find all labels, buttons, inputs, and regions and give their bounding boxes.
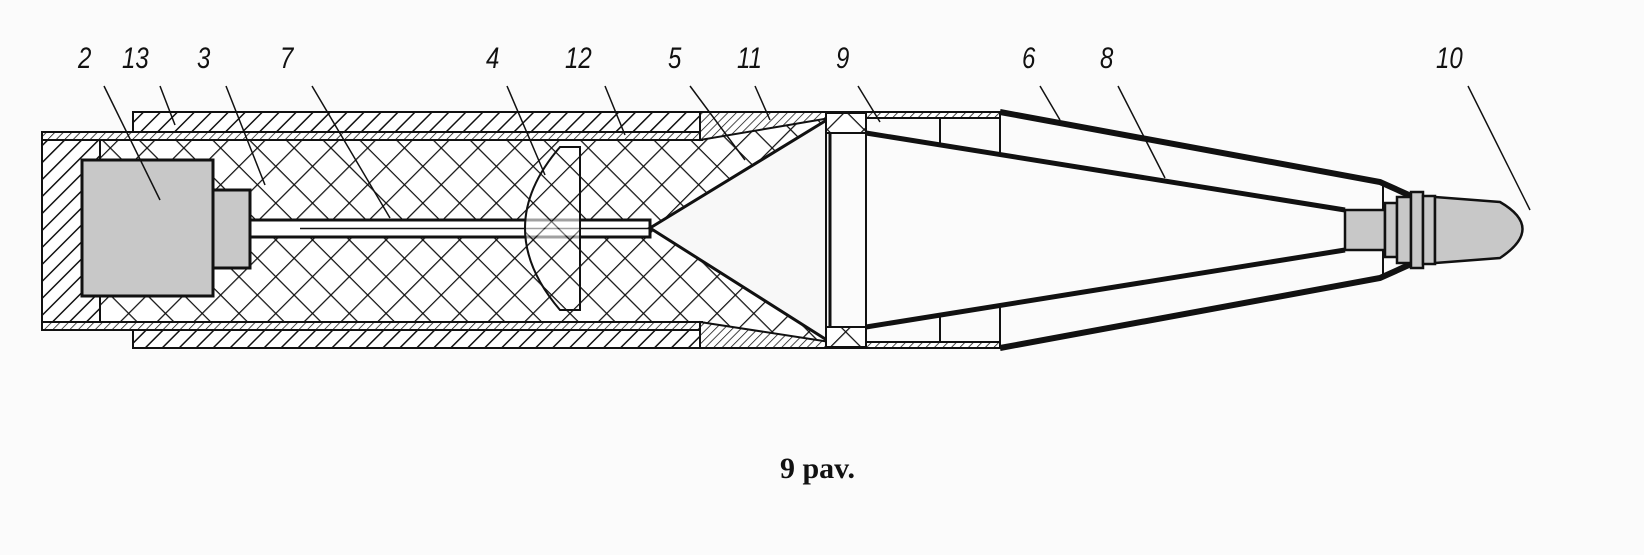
label-3: 3 [197, 42, 210, 76]
ring [826, 113, 866, 347]
detonator-plug [213, 190, 250, 268]
label-13: 13 [122, 42, 149, 76]
label-5: 5 [668, 42, 681, 76]
label-7: 7 [280, 42, 293, 76]
fuze [1345, 192, 1523, 268]
label-10: 10 [1436, 42, 1463, 76]
label-8: 8 [1100, 42, 1113, 76]
label-9: 9 [836, 42, 849, 76]
label-11: 11 [737, 42, 762, 76]
label-12: 12 [565, 42, 592, 76]
central-rod [250, 220, 650, 237]
label-6: 6 [1022, 42, 1035, 76]
figure-caption: 9 pav. [780, 452, 855, 486]
detonator [82, 160, 213, 296]
liner-cone [866, 112, 1345, 348]
label-2: 2 [78, 42, 91, 76]
label-4: 4 [486, 42, 499, 76]
